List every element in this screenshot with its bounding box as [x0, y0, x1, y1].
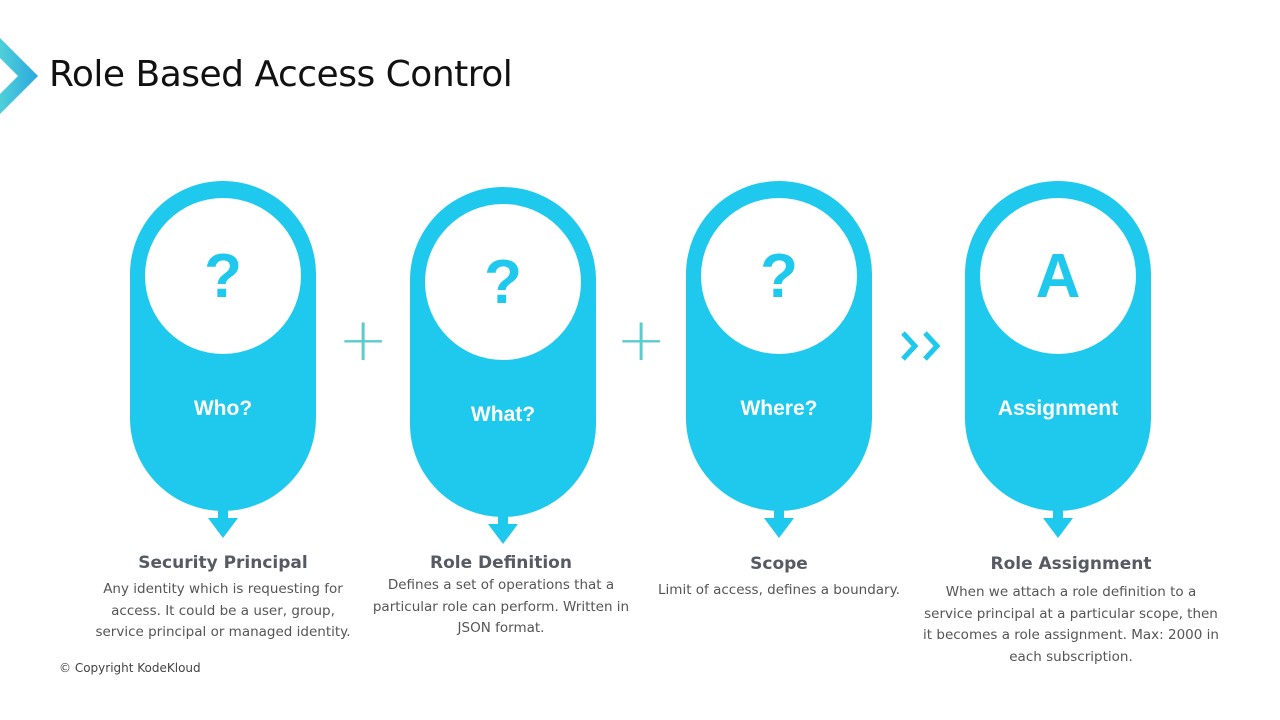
letter-a-icon: A	[980, 198, 1136, 354]
question-icon: ?	[425, 204, 581, 360]
down-arrow-icon	[1043, 494, 1073, 538]
role-definition-info: Role Definition Defines a set of operati…	[351, 553, 651, 640]
info-heading: Role Assignment	[990, 554, 1152, 574]
assignment-pill: A Assignment	[965, 181, 1151, 511]
what-label: What?	[470, 403, 536, 426]
info-heading: Scope	[750, 554, 808, 574]
where-label: Where?	[740, 397, 818, 420]
security-principal-info: Security Principal Any identity which is…	[73, 553, 373, 644]
page-title: Role Based Access Control	[49, 54, 513, 95]
what-pill: ? What?	[410, 187, 596, 517]
info-text: Limit of access, defines a boundary.	[658, 582, 900, 598]
down-arrow-icon	[208, 494, 238, 538]
info-heading: Role Definition	[430, 553, 572, 573]
copyright: © Copyright KodeKloud	[59, 661, 201, 675]
down-arrow-icon	[488, 500, 518, 544]
where-pill: ? Where?	[686, 181, 872, 511]
double-chevron-right-icon	[901, 331, 941, 361]
who-pill: ? Who?	[130, 181, 316, 511]
plus-icon: +	[338, 305, 389, 375]
assignment-label: Assignment	[997, 397, 1119, 420]
question-icon: ?	[701, 198, 857, 354]
down-arrow-icon	[764, 494, 794, 538]
who-label: Who?	[193, 397, 253, 420]
plus-icon: +	[616, 305, 667, 375]
info-heading: Security Principal	[138, 553, 308, 573]
scope-info: Scope Limit of access, defines a boundar…	[629, 554, 929, 602]
question-icon: ?	[145, 198, 301, 354]
kodekloud-chevron-logo	[0, 38, 38, 114]
role-assignment-info: Role Assignment When we attach a role de…	[908, 554, 1234, 668]
